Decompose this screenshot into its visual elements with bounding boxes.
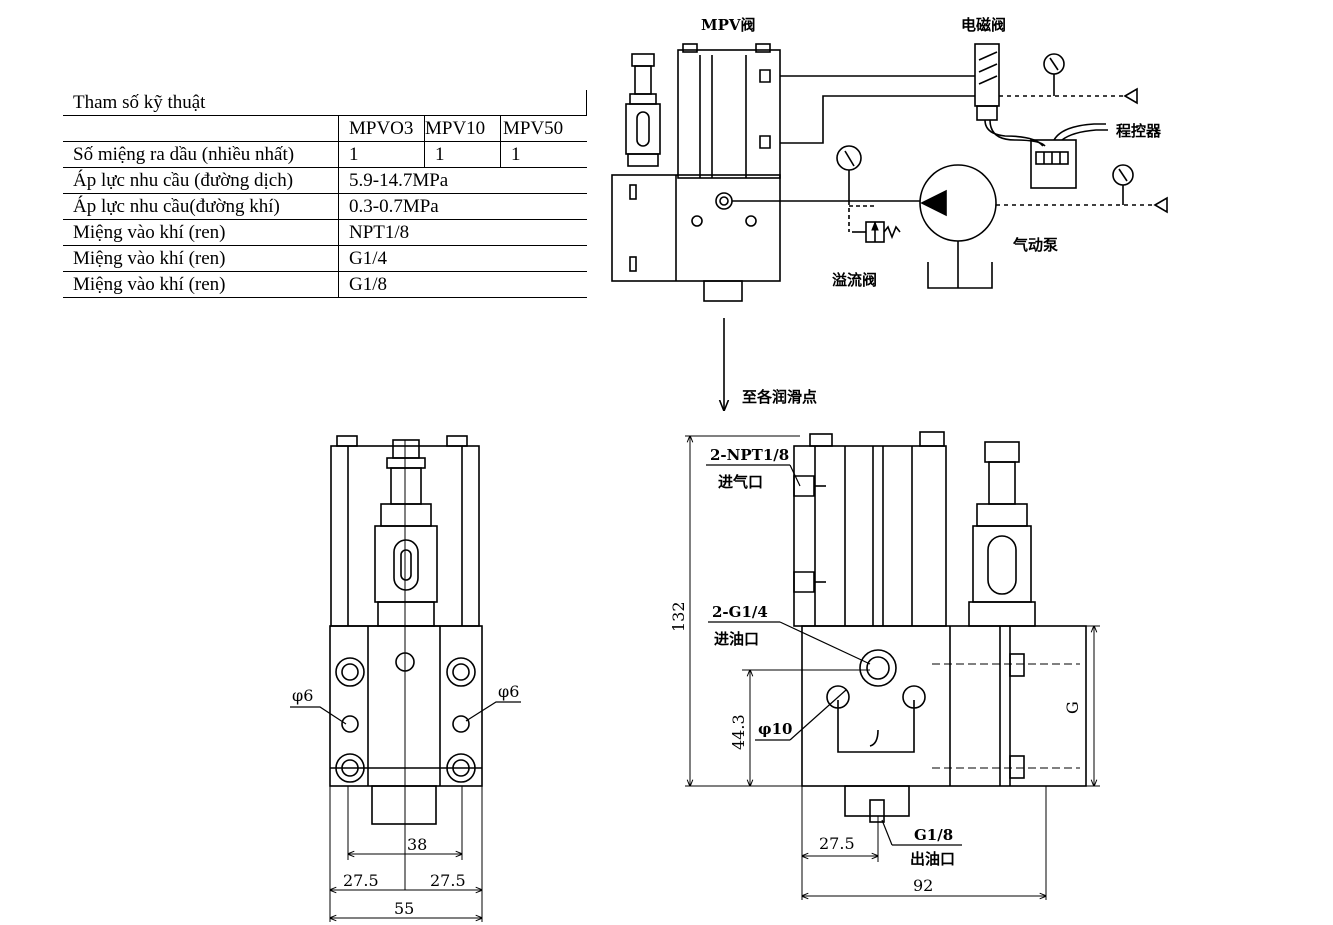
row-label: Miệng vào khí (ren) bbox=[63, 219, 339, 246]
spec-table: Tham số kỹ thuật MPVO3 MPV10 MPV50 Số mi… bbox=[63, 90, 587, 298]
mpv-valve-symbol bbox=[611, 43, 781, 302]
row-label: Số miệng ra dầu (nhiều nhất) bbox=[63, 141, 339, 168]
row-value: 1 bbox=[500, 141, 587, 168]
label-to-lube-points: 至各润滑点 bbox=[742, 388, 817, 406]
table-row: Miệng vào khí (ren) NPT1/8 bbox=[63, 219, 587, 246]
dim-phi6-left: φ6 bbox=[292, 686, 313, 705]
col-model-2: MPV10 bbox=[424, 115, 501, 142]
dim-44-3: 44.3 bbox=[729, 714, 748, 750]
relief-valve-symbol bbox=[848, 201, 901, 243]
dim-38: 38 bbox=[407, 835, 427, 854]
dim-27-5-right: 27.5 bbox=[430, 871, 466, 890]
table-header-row: MPVO3 MPV10 MPV50 bbox=[63, 115, 587, 142]
label-mpv-valve: MPV阀 bbox=[701, 16, 756, 34]
dim-55: 55 bbox=[394, 899, 414, 918]
row-value: 5.9-14.7MPa bbox=[338, 167, 587, 194]
label-oil-out-spec: G1/8 bbox=[914, 826, 953, 844]
label-oil-out-name: 出油口 bbox=[910, 850, 955, 868]
front-view-drawing bbox=[685, 431, 1100, 900]
dim-27-5-left: 27.5 bbox=[343, 871, 379, 890]
dim-27-5: 27.5 bbox=[819, 834, 855, 853]
table-row: Miệng vào khí (ren) G1/8 bbox=[63, 271, 587, 298]
solenoid-valve-symbol bbox=[974, 43, 1046, 147]
table-row: Miệng vào khí (ren) G1/4 bbox=[63, 245, 587, 272]
air-pump-symbol bbox=[919, 164, 997, 289]
label-relief-valve: 溢流阀 bbox=[832, 271, 877, 289]
table-title: Tham số kỹ thuật bbox=[63, 90, 587, 116]
row-label: Áp lực nhu cầu(đường khí) bbox=[63, 193, 339, 220]
controller-symbol bbox=[1030, 123, 1108, 189]
table-title-row: Tham số kỹ thuật bbox=[63, 90, 587, 116]
dim-G: G bbox=[1063, 701, 1082, 714]
table-row: Số miệng ra dầu (nhiều nhất) 1 1 1 bbox=[63, 141, 587, 168]
label-air-pump: 气动泵 bbox=[1012, 236, 1058, 254]
row-label: Miệng vào khí (ren) bbox=[63, 245, 339, 272]
table-row: Áp lực nhu cầu (đường dịch) 5.9-14.7MPa bbox=[63, 167, 587, 194]
dim-132: 132 bbox=[669, 601, 688, 632]
label-oil-in-name: 进油口 bbox=[714, 630, 759, 648]
side-view-drawing bbox=[290, 435, 521, 922]
table-row: Áp lực nhu cầu(đường khí) 0.3-0.7MPa bbox=[63, 193, 587, 220]
label-air-port-spec: 2-NPT1/8 bbox=[710, 446, 789, 464]
row-value: 0.3-0.7MPa bbox=[338, 193, 587, 220]
label-air-port-name: 进气口 bbox=[718, 473, 763, 491]
lubrication-schematic bbox=[611, 43, 1168, 410]
dim-phi6-right: φ6 bbox=[498, 682, 519, 701]
label-controller: 程控器 bbox=[1116, 122, 1162, 140]
label-phi10: φ10 bbox=[758, 720, 792, 738]
row-label: Miệng vào khí (ren) bbox=[63, 271, 339, 298]
label-solenoid-valve: 电磁阀 bbox=[961, 16, 1006, 34]
row-value: NPT1/8 bbox=[338, 219, 587, 246]
label-oil-in-spec: 2-G1/4 bbox=[712, 603, 768, 621]
row-value: G1/8 bbox=[338, 271, 587, 298]
dim-92: 92 bbox=[913, 876, 933, 895]
